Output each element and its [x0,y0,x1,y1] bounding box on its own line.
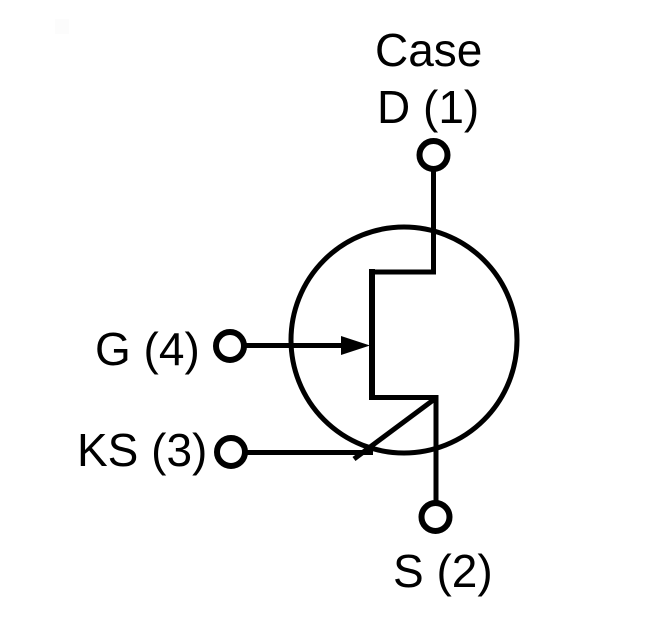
drain-terminal-icon [416,138,451,172]
label-source-pin: S (2) [393,545,493,597]
label-gate-pin: G (4) [95,323,200,375]
kelvin-source-diagonal-wire [352,395,438,462]
label-drain-pin: D (1) [377,81,480,133]
source-terminal-icon [418,500,453,534]
gate-terminal-icon [213,329,247,363]
label-case: Case [375,24,483,76]
label-kelvin-source-pin: KS (3) [77,424,208,476]
source-lead-wire [372,395,439,502]
scan-artifact [55,19,69,34]
gate-arrowhead-icon [341,336,370,355]
drain-lead-wire [372,170,436,275]
transistor-body-circle [288,224,520,456]
kelvin-source-terminal-icon [214,435,248,469]
